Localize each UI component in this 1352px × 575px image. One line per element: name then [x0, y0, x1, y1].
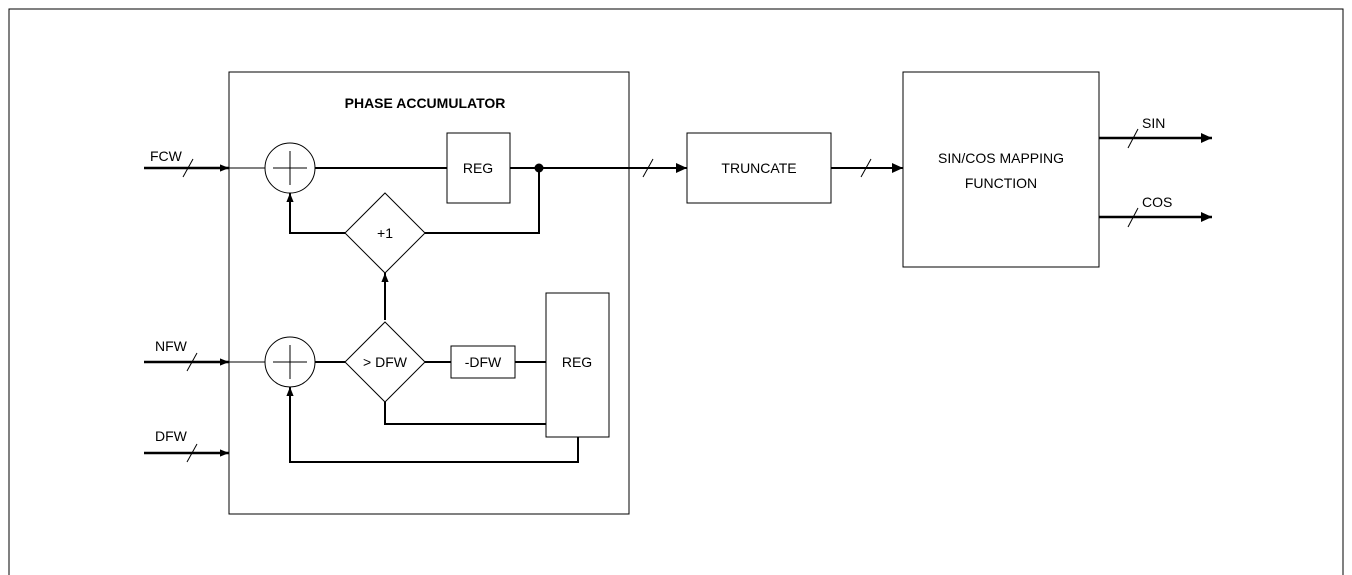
plus-one-to-adder [286, 193, 345, 234]
phase-accumulator-title: PHASE ACCUMULATOR [345, 95, 506, 111]
reg-bottom-label: REG [562, 354, 592, 370]
reg-top-block [446, 132, 511, 204]
nfw-label: NFW [155, 338, 188, 354]
reg-top-label: REG [463, 160, 493, 176]
phase-accumulator-box [228, 71, 630, 515]
reg-feedback-line [286, 387, 579, 463]
compare-bypass-line [384, 402, 546, 425]
dfw-label: DFW [155, 428, 188, 444]
sin-output-label: SIN [1142, 115, 1165, 131]
truncate-to-mapping-slash [860, 158, 872, 178]
compare-label: > DFW [363, 354, 408, 370]
cos-output-slash [1127, 207, 1139, 228]
minus-dfw-label: -DFW [465, 354, 502, 370]
bottom-adder [264, 336, 316, 388]
fcw-bus-slash [182, 158, 194, 178]
truncate-label: TRUNCATE [721, 160, 796, 176]
minus-dfw-block [450, 345, 516, 379]
sin-cos-mapping-block [902, 71, 1100, 268]
reg-bottom-block [545, 292, 610, 438]
top-adder [264, 142, 316, 194]
nfw-bus-slash [186, 352, 198, 372]
fcw-label: FCW [150, 148, 183, 164]
mapping-label-line1: SIN/COS MAPPING [938, 150, 1064, 166]
sin-output-slash [1127, 128, 1139, 149]
plus-one-label: +1 [377, 225, 393, 241]
truncate-block [686, 132, 832, 204]
feedback-to-plus-one [425, 168, 540, 234]
outer-frame [8, 8, 1344, 575]
reg-to-truncate-slash [642, 158, 654, 178]
cos-output-label: COS [1142, 194, 1172, 210]
mapping-label-line2: FUNCTION [965, 175, 1037, 191]
dfw-bus-slash [186, 443, 198, 463]
